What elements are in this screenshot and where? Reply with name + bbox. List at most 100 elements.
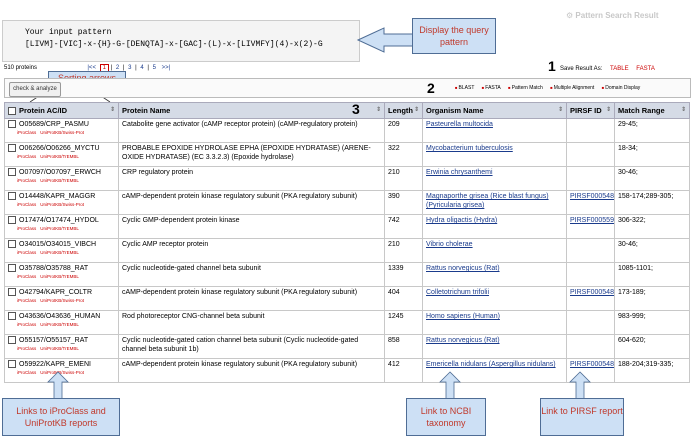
uniprotkb-link[interactable]: UniProtKB/Swiss-Prot: [40, 202, 85, 207]
save-table-link[interactable]: TABLE: [610, 66, 629, 72]
iproclass-link[interactable]: iProClass: [17, 250, 37, 255]
uniprotkb-link[interactable]: UniProtKB/Swiss-Prot: [40, 370, 85, 375]
header-match-range[interactable]: Match Range⇕: [614, 102, 690, 119]
row-checkbox[interactable]: [8, 192, 16, 201]
ncbi-taxonomy-link[interactable]: Magnaporthe grisea (Rice blast fungus) (…: [426, 193, 549, 209]
row-checkbox[interactable]: [8, 168, 16, 177]
protein-id[interactable]: O43636/O43636_HUMAN: [19, 313, 101, 320]
iproclass-link[interactable]: iProClass: [17, 130, 37, 135]
protein-id[interactable]: O17474/O17474_HYDOL: [19, 217, 99, 224]
header-length[interactable]: Length⇕: [384, 102, 423, 119]
protein-id[interactable]: O14448/KAPR_MAGGR: [19, 193, 96, 200]
pirsf-cell: [566, 166, 615, 191]
pager-page-5[interactable]: 5: [152, 65, 156, 71]
protein-id[interactable]: O42794/KAPR_COLTR: [19, 289, 93, 296]
uniprotkb-link[interactable]: UniProtKB/TrEMBL: [40, 346, 79, 351]
iproclass-link[interactable]: iProClass: [17, 298, 37, 303]
pager-last[interactable]: >>|: [161, 65, 171, 71]
match-range-cell: 173-189;: [614, 286, 690, 311]
header-pirsf[interactable]: PIRSF ID⇕: [566, 102, 615, 119]
row-checkbox[interactable]: [8, 216, 16, 225]
tool-domain-display[interactable]: Domain Display: [602, 85, 641, 91]
iproclass-link[interactable]: iProClass: [17, 226, 37, 231]
ncbi-taxonomy-link[interactable]: Pasteurella multocida: [426, 121, 493, 128]
header-protein-name[interactable]: Protein Name⇕: [118, 102, 385, 119]
iproclass-link[interactable]: iProClass: [17, 154, 37, 159]
ncbi-taxonomy-link[interactable]: Rattus norvegicus (Rat): [426, 337, 500, 344]
tool-blast[interactable]: BLAST: [455, 85, 474, 91]
sort-arrow-icon[interactable]: ⇕: [375, 107, 381, 113]
ncbi-taxonomy-link[interactable]: Colletotrichum trifolii: [426, 289, 490, 296]
row-checkbox[interactable]: [8, 264, 16, 273]
ncbi-taxonomy-link[interactable]: Mycobacterium tuberculosis: [426, 145, 513, 152]
organism-cell: Magnaporthe grisea (Rice blast fungus) (…: [422, 190, 567, 215]
header-organism[interactable]: Organism Name⇕: [422, 102, 567, 119]
uniprotkb-link[interactable]: UniProtKB/TrEMBL: [40, 226, 79, 231]
row-checkbox[interactable]: [8, 312, 16, 321]
iproclass-link[interactable]: iProClass: [17, 202, 37, 207]
pager-page-2[interactable]: 2: [115, 65, 120, 71]
pager-first[interactable]: |<<: [87, 65, 96, 71]
iproclass-link[interactable]: iProClass: [17, 370, 37, 375]
pirsf-link[interactable]: PIRSF000559: [570, 217, 614, 224]
pager-page-4[interactable]: 4: [140, 65, 144, 71]
ncbi-taxonomy-link[interactable]: Hydra oligactis (Hydra): [426, 217, 498, 224]
organism-cell: Emericella nidulans (Aspergillus nidulan…: [422, 358, 567, 383]
ncbi-taxonomy-link[interactable]: Vibrio cholerae: [426, 241, 473, 248]
row-checkbox[interactable]: [8, 360, 16, 369]
uniprotkb-link[interactable]: UniProtKB/TrEMBL: [40, 178, 79, 183]
tool-multiple-alignment[interactable]: Multiple Alignment: [550, 85, 594, 91]
check-analyze-button[interactable]: check & analyze: [9, 82, 61, 97]
pirsf-link[interactable]: PIRSF000548: [570, 193, 614, 200]
organism-cell: Rattus norvegicus (Rat): [422, 262, 567, 287]
ncbi-taxonomy-link[interactable]: Homo sapiens (Human): [426, 313, 500, 320]
protein-id[interactable]: O34015/O34015_VIBCH: [19, 241, 97, 248]
row-checkbox[interactable]: [8, 240, 16, 249]
iproclass-link[interactable]: iProClass: [17, 346, 37, 351]
save-fasta-link[interactable]: FASTA: [636, 66, 655, 72]
protein-name-cell: PROBABLE EPOXIDE HYDROLASE EPHA (EPOXIDE…: [118, 142, 385, 167]
iproclass-link[interactable]: iProClass: [17, 178, 37, 183]
uniprotkb-link[interactable]: UniProtKB/TrEMBL: [40, 274, 79, 279]
tool-links: BLAST FASTA Pattern Match Multiple Align…: [455, 85, 646, 91]
results-table: Protein AC/ID⇕ Protein Name⇕ Length⇕ Org…: [4, 102, 690, 383]
sort-arrow-icon[interactable]: ⇕: [413, 107, 419, 113]
pager-page-3[interactable]: 3: [128, 65, 132, 71]
pirsf-link[interactable]: PIRSF000548: [570, 289, 614, 296]
iproclass-link[interactable]: iProClass: [17, 322, 37, 327]
row-checkbox[interactable]: [8, 120, 16, 129]
select-all-checkbox[interactable]: [8, 107, 16, 115]
organism-cell: Rattus norvegicus (Rat): [422, 334, 567, 359]
uniprotkb-link[interactable]: UniProtKB/TrEMBL: [40, 250, 79, 255]
uniprotkb-link[interactable]: UniProtKB/TrEMBL: [40, 154, 79, 159]
uniprotkb-link[interactable]: UniProtKB/Swiss-Prot: [40, 130, 85, 135]
pirsf-link[interactable]: PIRSF000548: [570, 361, 614, 368]
sort-arrow-icon[interactable]: ⇕: [557, 107, 563, 113]
table-header-row: Protein AC/ID⇕ Protein Name⇕ Length⇕ Org…: [4, 102, 690, 119]
protein-id[interactable]: O05689/CRP_PASMU: [19, 121, 89, 128]
protein-id[interactable]: O35788/O35788_RAT: [19, 265, 89, 272]
iproclass-link[interactable]: iProClass: [17, 274, 37, 279]
uniprotkb-link[interactable]: UniProtKB/TrEMBL: [40, 322, 79, 327]
row-checkbox[interactable]: [8, 144, 16, 153]
sort-arrow-icon[interactable]: ⇕: [109, 106, 115, 113]
uniprotkb-link[interactable]: UniProtKB/Swiss-Prot: [40, 298, 85, 303]
tool-pattern-match[interactable]: Pattern Match: [508, 85, 543, 91]
protein-id[interactable]: O07097/O07097_ERWCH: [19, 169, 101, 176]
sort-arrow-icon[interactable]: ⇕: [680, 107, 686, 113]
protein-id[interactable]: O59922/KAPR_EMENI: [19, 361, 91, 368]
protein-id[interactable]: O06266/O06266_MYCTU: [19, 145, 100, 152]
protein-id[interactable]: O55157/O55157_RAT: [19, 337, 89, 344]
tool-fasta[interactable]: FASTA: [482, 85, 501, 91]
header-protein-id[interactable]: Protein AC/ID⇕: [4, 102, 119, 119]
sort-arrow-icon[interactable]: ⇕: [605, 107, 611, 113]
ncbi-taxonomy-link[interactable]: Rattus norvegicus (Rat): [426, 265, 500, 272]
ncbi-taxonomy-link[interactable]: Erwinia chrysanthemi: [426, 169, 493, 176]
row-checkbox[interactable]: [8, 288, 16, 297]
row-checkbox[interactable]: [8, 336, 16, 345]
ncbi-taxonomy-link[interactable]: Emericella nidulans (Aspergillus nidulan…: [426, 361, 556, 368]
pager-page-1[interactable]: 1: [99, 64, 109, 72]
